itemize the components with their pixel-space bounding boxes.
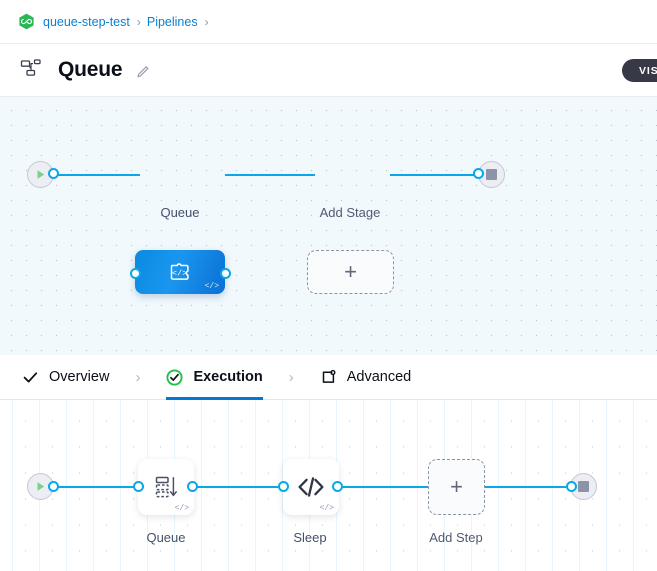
tab-separator-1: › xyxy=(135,368,141,386)
step-edge-sleep-to-add xyxy=(337,486,432,488)
breadcrumb-separator-2: › xyxy=(204,14,209,29)
play-icon xyxy=(37,170,45,179)
page-title: Queue xyxy=(58,58,123,81)
advanced-gear-box-icon xyxy=(320,369,337,386)
step-node-sleep-out-port[interactable] xyxy=(332,481,343,492)
pipeline-diagram-icon xyxy=(20,59,46,81)
tab-execution[interactable]: Execution xyxy=(166,355,264,400)
step-node-sleep-code-badge: </> xyxy=(319,504,334,513)
play-icon xyxy=(37,482,45,491)
step-edge-add-to-end xyxy=(485,486,580,488)
step-node-queue-label: Queue xyxy=(146,530,186,545)
step-node-sleep[interactable]: </> xyxy=(283,459,339,515)
tab-overview-label: Overview xyxy=(49,369,110,385)
queue-icon xyxy=(155,476,177,497)
add-step-node[interactable]: + xyxy=(428,459,485,515)
breadcrumb-item-pipelines[interactable]: Pipelines xyxy=(146,14,198,29)
stage-edge-queue-to-add xyxy=(225,174,315,176)
step-node-sleep-in-port[interactable] xyxy=(278,481,289,492)
step-node-queue-in-port[interactable] xyxy=(133,481,144,492)
pencil-icon[interactable] xyxy=(136,63,151,78)
step-node-queue-code-badge: </> xyxy=(174,504,189,513)
add-stage-node[interactable]: + xyxy=(307,250,394,294)
step-node-queue-out-port[interactable] xyxy=(187,481,198,492)
stage-edge-add-to-end xyxy=(390,174,485,176)
step-node-sleep-label: Sleep xyxy=(293,530,327,545)
add-step-label: Add Step xyxy=(429,530,483,545)
stage-edge-start-to-queue xyxy=(45,174,140,176)
check-circle-icon xyxy=(166,368,183,386)
stop-square-icon xyxy=(578,481,589,492)
step-edge-start-to-queue xyxy=(45,486,140,488)
tab-execution-label: Execution xyxy=(193,369,263,385)
code-icon xyxy=(298,477,324,497)
step-graph-canvas[interactable]: </> Queue </> Sleep + Add Step xyxy=(0,400,657,571)
tab-separator-2: › xyxy=(288,368,294,386)
page-title-bar: Queue xyxy=(0,44,657,97)
step-end-port[interactable] xyxy=(566,481,577,492)
stage-start-port[interactable] xyxy=(48,168,59,179)
stage-node-queue-in-port[interactable] xyxy=(130,268,141,279)
tab-advanced[interactable]: Advanced xyxy=(320,355,412,400)
stage-end-port[interactable] xyxy=(473,168,484,179)
stop-square-icon xyxy=(486,169,497,180)
step-start-port[interactable] xyxy=(48,481,59,492)
breadcrumb: queue-step-test › Pipelines › xyxy=(0,0,657,44)
tab-advanced-label: Advanced xyxy=(346,369,412,385)
custom-stage-icon: </> xyxy=(170,263,189,280)
stage-node-queue-out-port[interactable] xyxy=(220,268,231,279)
svg-text:</>: </> xyxy=(172,268,187,278)
step-group-tabs: Overview › Execution › Advanced xyxy=(0,355,657,400)
tab-overview[interactable]: Overview xyxy=(22,355,109,400)
stage-node-code-badge: </> xyxy=(204,282,219,291)
add-stage-label: Add Stage xyxy=(319,205,381,220)
visual-yaml-toggle-button[interactable]: VISU xyxy=(622,59,657,82)
harness-logo-icon xyxy=(18,13,35,30)
visual-button-label: VISU xyxy=(639,64,657,77)
check-icon xyxy=(22,369,39,386)
step-edge-queue-to-sleep xyxy=(192,486,287,488)
stage-node-queue-label: Queue xyxy=(160,205,200,220)
breadcrumb-item-project[interactable]: queue-step-test xyxy=(43,14,130,29)
breadcrumb-separator-1: › xyxy=(136,14,141,29)
step-node-queue[interactable]: </> xyxy=(138,459,194,515)
stage-graph-canvas[interactable]: </> </> Queue + Add Stage xyxy=(0,97,657,355)
stage-node-queue[interactable]: </> </> xyxy=(135,250,225,294)
